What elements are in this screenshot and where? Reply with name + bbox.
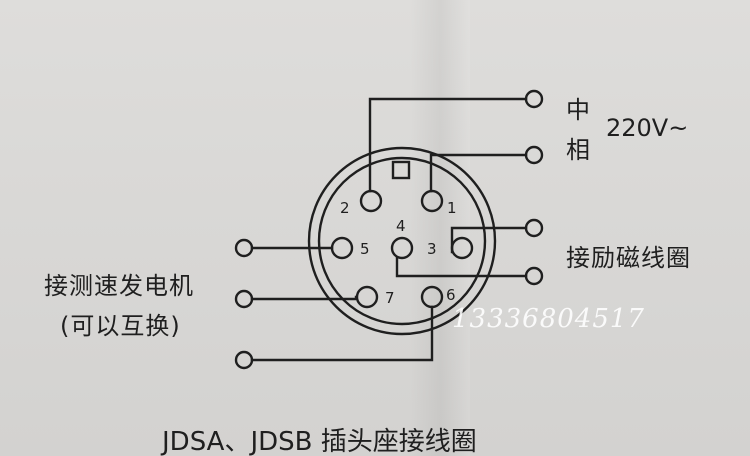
pin-label-7: 7 [385, 289, 395, 307]
terminal-tacho-1 [234, 238, 254, 258]
wire-pin4-to-terminal [395, 256, 528, 278]
terminal-excitation-2 [524, 266, 544, 286]
phone-watermark: 13336804517 [452, 304, 645, 334]
pin-label-3: 3 [427, 240, 437, 258]
pin-socket-5 [330, 236, 354, 260]
terminal-tacho-2 [234, 289, 254, 309]
wire-pin6-to-terminal [250, 305, 434, 362]
label-interchangeable: (可以互换) [60, 312, 181, 340]
pin-label-6: 6 [446, 286, 456, 304]
terminal-excitation-1 [524, 218, 544, 238]
wire-pin7-to-terminal [250, 295, 358, 301]
wire-pin2-to-terminal [368, 97, 528, 193]
terminal-tacho-3 [234, 350, 254, 370]
pin-socket-1 [420, 189, 444, 213]
connector-outer-ring [307, 146, 497, 336]
pin-socket-4 [390, 236, 414, 260]
pin-socket-6 [420, 285, 444, 309]
wire-pin1-to-terminal [429, 153, 528, 193]
pin-socket-2 [359, 189, 383, 213]
pin-label-1: 1 [447, 199, 457, 217]
connector-inner-ring [317, 156, 487, 326]
terminal-phase [524, 145, 544, 165]
wire-pin3-to-terminal [450, 226, 528, 254]
connector-key-notch [391, 160, 411, 180]
label-voltage: 220V~ [606, 114, 689, 142]
pin-socket-3 [450, 236, 474, 260]
label-phase: 相 [566, 136, 591, 164]
pin-label-4: 4 [396, 217, 406, 235]
label-tachogenerator: 接测速发电机 [44, 272, 194, 300]
label-excitation-coil: 接励磁线圈 [566, 244, 691, 272]
diagram-title: JDSA、JDSB 插头座接线圈 [162, 427, 477, 456]
label-neutral: 中 [566, 96, 591, 124]
pin-label-5: 5 [360, 240, 370, 258]
terminal-neutral [524, 89, 544, 109]
pin-label-2: 2 [340, 199, 350, 217]
pin-socket-7 [355, 285, 379, 309]
